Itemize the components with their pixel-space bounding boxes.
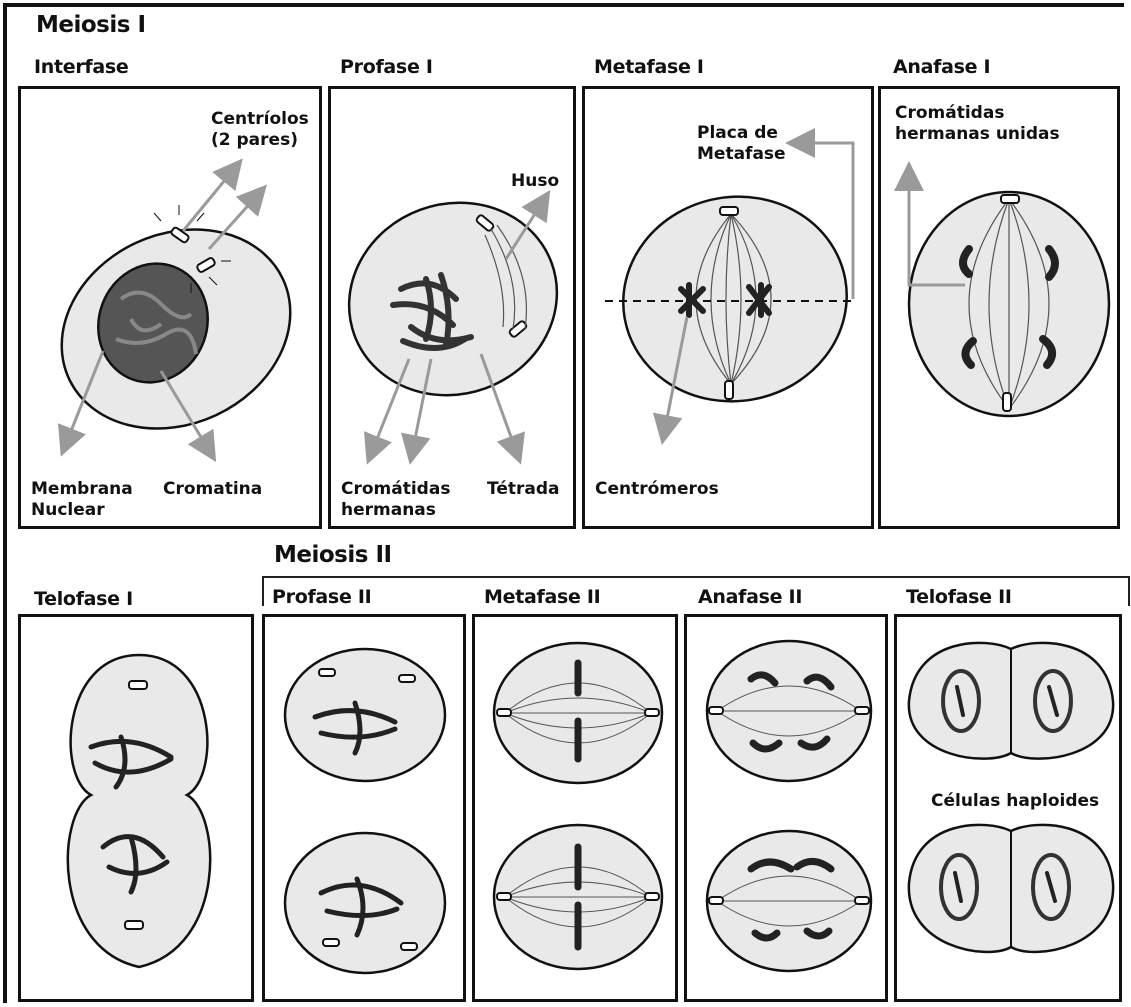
meiosis-1-title: Meiosis I (36, 12, 146, 38)
label-cromatidas-hermanas-unidas: Cromátidas hermanas unidas (895, 103, 1060, 145)
label-huso: Huso (511, 171, 559, 192)
label-centriolos: Centríolos (2 pares) (211, 109, 309, 151)
panel-metafase-1: Placa de Metafase Centrómeros (582, 86, 874, 529)
anafase-1-drawing (881, 89, 1123, 532)
interfase-drawing (21, 89, 325, 532)
panel-profase-2 (262, 614, 466, 1002)
stage-label-anafase-2: Anafase II (698, 586, 802, 608)
label-tetrada: Tétrada (487, 479, 560, 500)
stage-label-telofase-2: Telofase II (906, 586, 1012, 608)
panel-anafase-2 (684, 614, 888, 1002)
panel-anafase-1: Cromátidas hermanas unidas (878, 86, 1120, 529)
profase-1-drawing (331, 89, 579, 532)
label-cromatidas-hermanas: Cromátidas hermanas (341, 479, 450, 521)
stage-label-metafase-2: Metafase II (484, 586, 600, 608)
telofase-1-drawing (21, 617, 257, 1005)
label-celulas-haploides: Células haploides (931, 791, 1099, 812)
label-centromeros: Centrómeros (595, 479, 719, 500)
label-placa-de-metafase: Placa de Metafase (697, 123, 786, 165)
stage-label-profase-1: Profase I (340, 56, 433, 78)
panel-metafase-2 (472, 614, 678, 1002)
stage-label-telofase-1: Telofase I (34, 588, 133, 610)
metafase-2-drawing (475, 617, 681, 1005)
profase-2-drawing (265, 617, 469, 1005)
cell-top (285, 649, 445, 781)
stage-label-interfase: Interfase (34, 56, 129, 78)
panel-profase-1: Huso Cromátidas hermanas Tétrada (328, 86, 576, 529)
panel-telofase-2: Células haploides (894, 614, 1122, 1002)
label-cromatina: Cromatina (163, 479, 262, 500)
anafase-2-drawing (687, 617, 891, 1005)
panel-telofase-1 (18, 614, 254, 1002)
stage-label-profase-2: Profase II (272, 586, 371, 608)
panel-interfase: Centríolos (2 pares) Membrana Nuclear Cr… (18, 86, 322, 529)
stage-label-anafase-1: Anafase I (893, 56, 990, 78)
label-membrana-nuclear: Membrana Nuclear (31, 479, 133, 521)
stage-label-metafase-1: Metafase I (594, 56, 704, 78)
meiosis-2-title: Meiosis II (274, 542, 392, 568)
